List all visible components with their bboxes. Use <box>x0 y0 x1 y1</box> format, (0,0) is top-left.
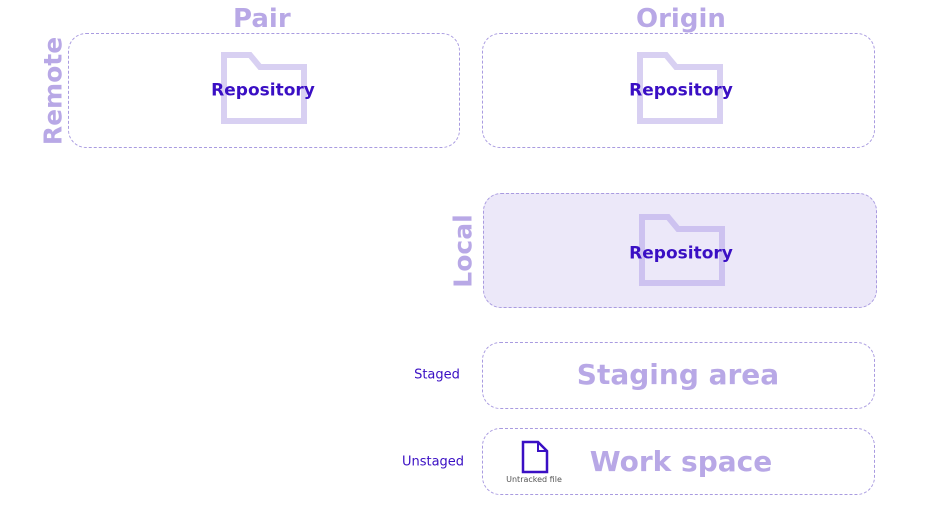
pair-header: Pair <box>233 4 291 34</box>
unstaged-label: Unstaged <box>401 454 465 470</box>
origin-header: Origin <box>636 4 726 34</box>
pair-repository-panel <box>68 33 460 148</box>
untracked-file-caption: Untracked file <box>506 475 562 484</box>
local-folder-icon <box>639 214 725 286</box>
origin-folder-icon <box>637 52 723 124</box>
staging-area-panel <box>482 342 875 409</box>
pair-repository-label: Repository <box>211 80 315 101</box>
pair-folder-icon <box>221 52 307 124</box>
staged-label: Staged <box>414 367 460 383</box>
origin-repository-panel <box>482 33 875 148</box>
local-label: Local <box>448 214 478 288</box>
staging-area-label: Staging area <box>576 358 780 391</box>
origin-repository-label: Repository <box>629 80 733 101</box>
file-icon <box>521 440 549 474</box>
remote-label: Remote <box>38 36 68 146</box>
workspace-label: Work space <box>589 445 773 478</box>
workspace-panel <box>482 428 875 495</box>
local-repository-panel <box>483 193 877 308</box>
local-repository-label: Repository <box>629 243 733 264</box>
